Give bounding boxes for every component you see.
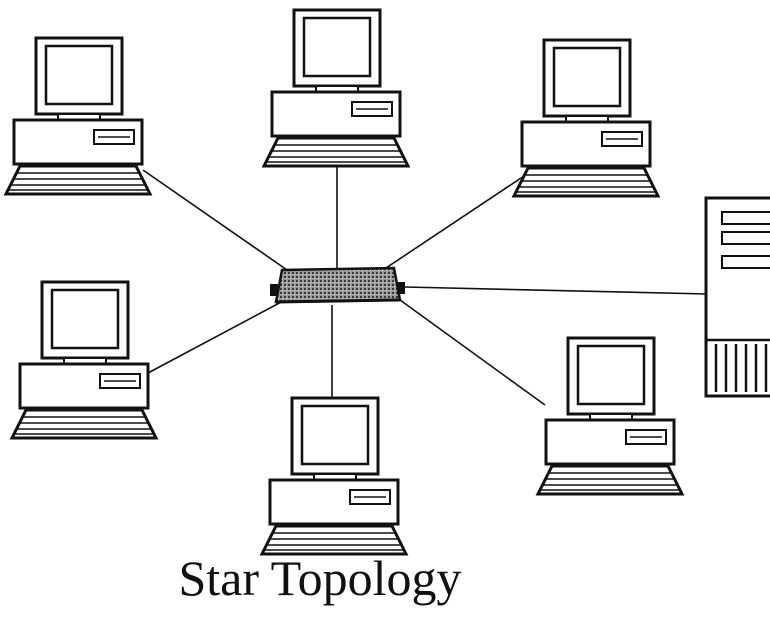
link-pc-top-right (379, 171, 531, 273)
link-pc-bottom-right (399, 299, 546, 406)
desktop-computer-icon (512, 38, 660, 198)
desktop-computer-icon (10, 280, 158, 440)
desktop-computer-icon (536, 336, 684, 496)
connection-lines (142, 150, 708, 406)
desktop-computer-icon (262, 8, 410, 168)
link-server-right (404, 286, 708, 295)
tower-server-icon (704, 196, 770, 398)
diagram-caption: Star Topology (178, 550, 462, 606)
network-hub-icon (270, 266, 405, 304)
desktop-computer-icon (4, 36, 152, 196)
link-pc-middle-left (147, 299, 286, 374)
link-pc-top-left (142, 169, 291, 273)
desktop-computer-icon (260, 396, 408, 556)
